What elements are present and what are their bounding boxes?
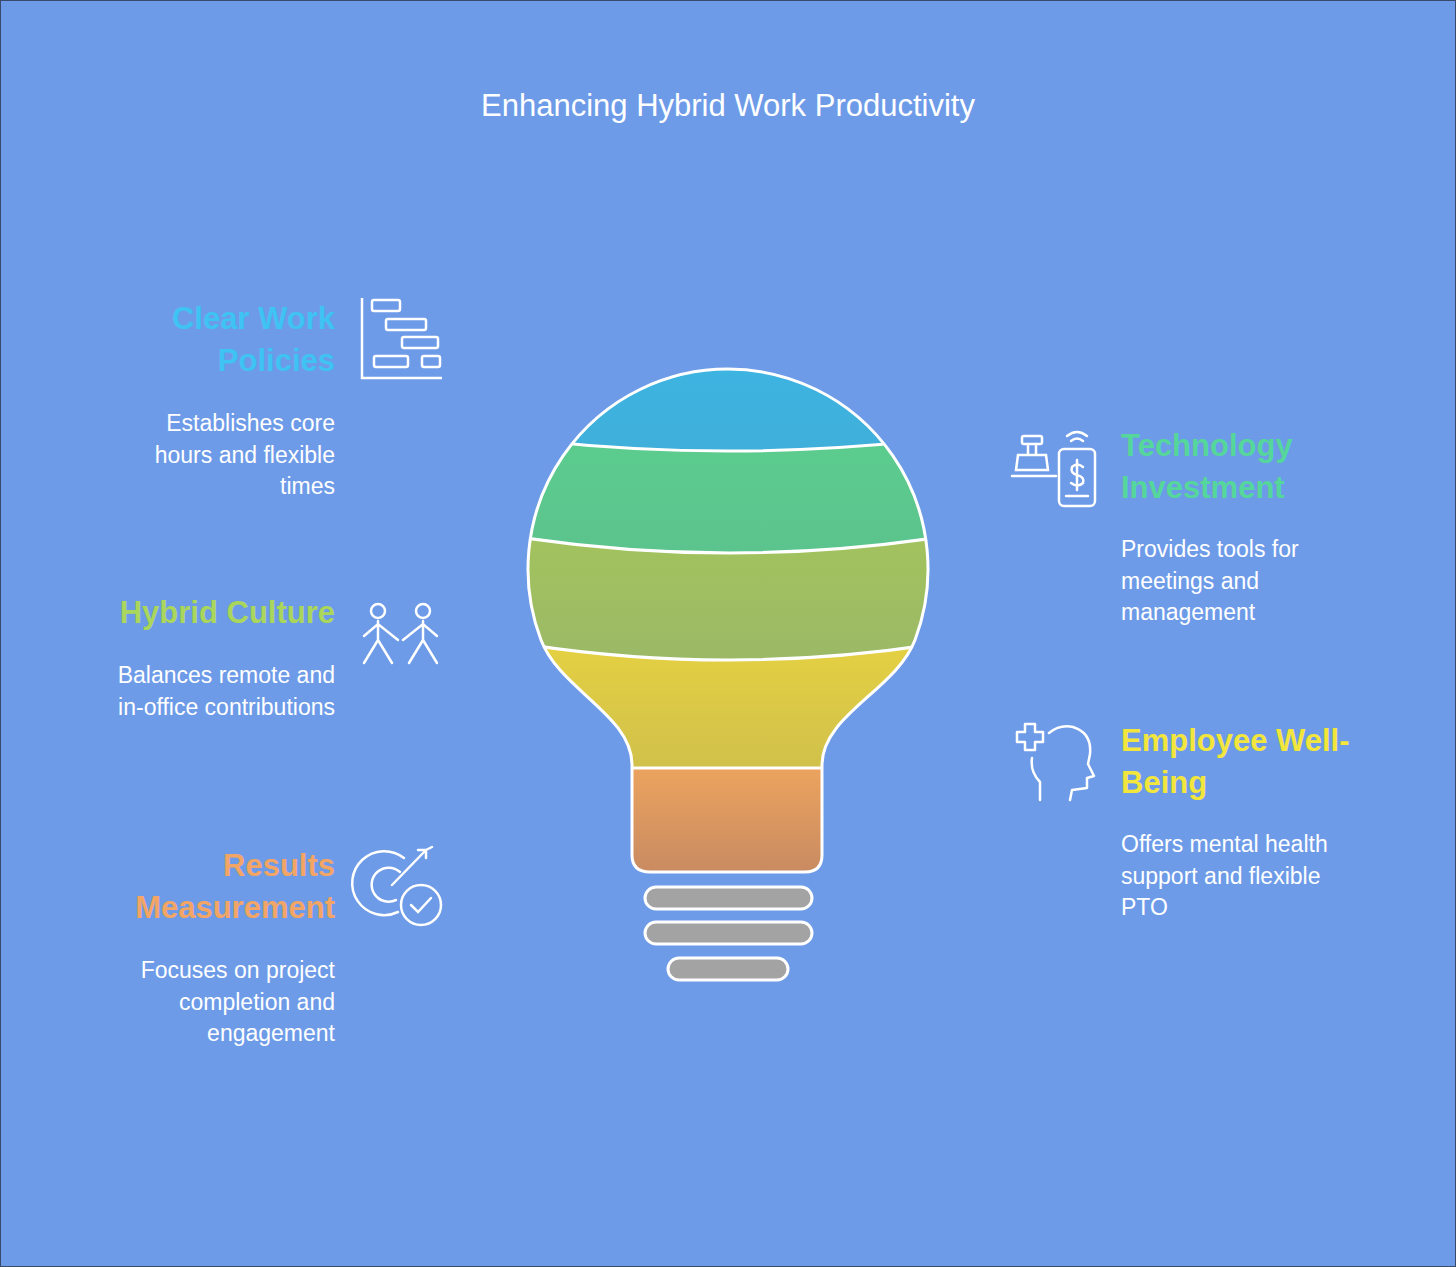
section-heading: Hybrid Culture <box>35 592 335 634</box>
bulb-outline <box>528 369 928 872</box>
people-icon <box>364 604 437 663</box>
section-heading: Clear Work Policies <box>95 298 335 382</box>
section-description: Balances remote and in-office contributi… <box>103 660 335 723</box>
section-heading: Results Measurement <box>85 845 335 929</box>
wellbeing-icon <box>1017 724 1094 800</box>
technology-icon <box>1012 432 1095 506</box>
diagram-title: Enhancing Hybrid Work Productivity <box>0 88 1456 124</box>
target-icon <box>352 847 441 925</box>
section-description: Establishes core hours and flexible time… <box>103 408 335 503</box>
section-description: Offers mental health support and flexibl… <box>1121 829 1371 924</box>
section-heading: Technology Investment <box>1121 425 1346 509</box>
bulb-bands <box>500 360 960 900</box>
section-description: Provides tools for meetings and manageme… <box>1121 534 1371 629</box>
section-heading: Employee Well-Being <box>1121 720 1386 804</box>
bulb-base <box>645 887 812 980</box>
gantt-icon <box>362 298 442 378</box>
section-description: Focuses on project completion and engage… <box>103 955 335 1050</box>
